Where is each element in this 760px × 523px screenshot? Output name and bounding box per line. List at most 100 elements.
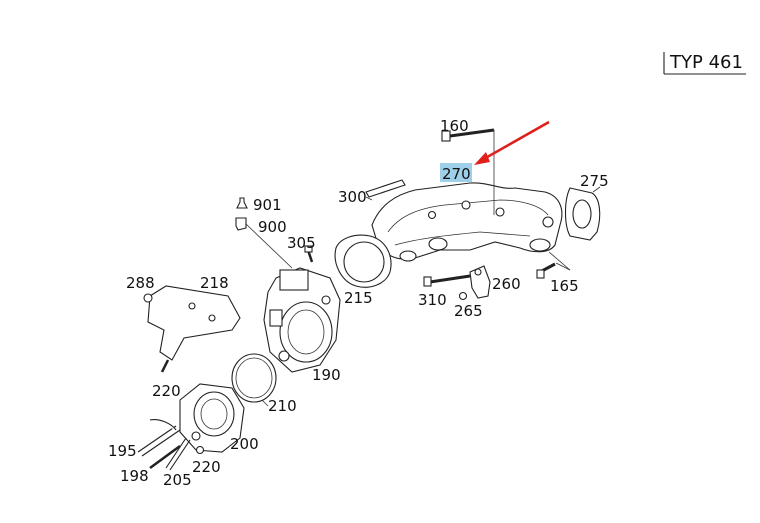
bracket-260-hole [474,268,482,276]
manifold-bolt-hole [542,216,554,228]
clamp-205-shape [165,437,191,471]
throttle-valve-200[interactable] [179,383,245,453]
connector-900-shape [235,217,247,231]
label-265[interactable]: 265 [454,302,483,320]
clamp-195-loop [149,419,177,431]
label-900[interactable]: 900 [258,218,287,236]
clamp-198[interactable] [149,444,181,470]
label-901[interactable]: 901 [253,196,282,214]
bracket-218-shape [147,285,241,361]
throttle-body-actuator [279,269,309,291]
type-label-box: TYP 461 [663,52,746,75]
sensor-901[interactable] [236,197,248,209]
highlight-arrow-line [481,120,550,162]
clamp-195-shape [137,425,181,457]
bracket-218-hole [208,314,216,322]
throttle-valve-inner [200,398,228,430]
label-310[interactable]: 310 [418,291,447,309]
manifold-ridge-lower [394,231,531,246]
manifold-port [529,238,551,252]
bolt-160[interactable] [441,128,495,142]
manifold-port [428,237,448,251]
label-220-upper[interactable]: 220 [152,382,181,400]
stud-165[interactable] [536,262,556,279]
bolt-220-upper-shaft [160,359,170,373]
bolt-160-head [441,130,451,142]
bolt-220-lower-head [195,445,205,455]
label-198[interactable]: 198 [120,467,149,485]
gasket-275-inner [572,199,592,229]
bolt-265-head [458,291,468,301]
o-ring-210[interactable] [231,353,277,403]
throttle-body-plate [287,309,325,355]
label-270[interactable]: 270 [442,165,471,183]
throttle-valve-bolt [191,431,201,441]
bolt-310[interactable] [423,274,471,287]
gasket-275[interactable] [564,187,601,241]
manifold-bolt-hole [427,210,437,220]
manifold-ridge [387,199,549,233]
label-165[interactable]: 165 [550,277,579,295]
bracket-260-shape [469,265,491,299]
gasket-300-shape [365,179,406,198]
manifold-bolt-hole [495,207,505,217]
bolt-220-lower[interactable] [195,445,205,455]
throttle-body-tab [269,309,283,327]
highlight-270 [440,163,472,182]
label-288[interactable]: 288 [126,274,155,292]
clamp-198-shape [149,444,181,470]
nut-288[interactable] [143,293,153,303]
bracket-260[interactable] [469,265,491,299]
label-218[interactable]: 218 [200,274,229,292]
intake-manifold-270[interactable] [371,182,563,262]
label-205[interactable]: 205 [163,471,192,489]
label-160[interactable]: 160 [440,117,469,135]
bolt-265[interactable] [458,291,468,301]
gasket-215-inner [343,241,385,283]
label-275[interactable]: 275 [580,172,609,190]
throttle-valve-bore [193,391,235,437]
leader-165b [548,251,571,271]
label-305[interactable]: 305 [287,234,316,252]
label-195[interactable]: 195 [108,442,137,460]
gasket-215[interactable] [334,234,392,288]
sensor-901-shape [236,197,248,209]
manifold-bolt-hole [461,200,471,210]
type-label: TYP 461 [669,52,743,73]
gasket-300[interactable] [365,179,406,198]
leader-900 [245,223,293,269]
label-260[interactable]: 260 [492,275,521,293]
throttle-body-bolt [278,350,290,362]
leader-210 [261,399,269,407]
label-200[interactable]: 200 [230,435,259,453]
connector-900[interactable] [235,217,247,231]
screw-305-head [304,245,313,253]
label-215[interactable]: 215 [344,289,373,307]
o-ring-210-inner [235,357,273,399]
bolt-310-shaft [429,274,471,284]
leader-275 [592,186,601,193]
leader-300 [365,196,373,201]
bolt-220-upper[interactable] [160,359,170,373]
highlight-arrow-head [474,152,490,165]
label-300[interactable]: 300 [338,188,367,206]
throttle-body-bolt [321,295,331,305]
label-220-lower[interactable]: 220 [192,458,221,476]
label-190[interactable]: 190 [312,366,341,384]
throttle-body-190[interactable] [263,267,341,373]
leader-165 [555,262,571,271]
stud-165-nut [536,269,545,279]
manifold-port [399,250,417,262]
nut-288-shape [143,293,153,303]
bracket-218-hole [188,302,196,310]
clamp-195[interactable] [137,419,181,457]
clamp-205[interactable] [165,437,191,471]
screw-305[interactable] [304,245,314,263]
bolt-310-head [423,276,432,287]
highlight-arrow [474,120,550,165]
bolt-160-shaft [449,128,495,138]
o-ring-210-outer [231,353,277,403]
bracket-218[interactable] [147,285,241,361]
label-210[interactable]: 210 [268,397,297,415]
